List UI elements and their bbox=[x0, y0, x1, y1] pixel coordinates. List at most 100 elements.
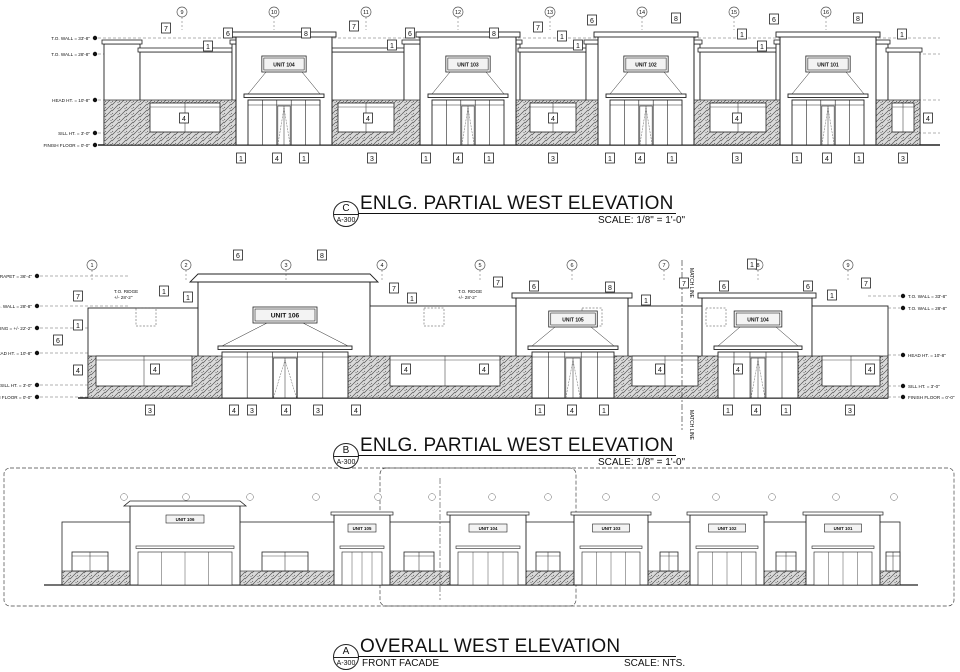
keynote-tag-3: 3 bbox=[313, 404, 323, 416]
keynote-box bbox=[733, 363, 743, 375]
keynote-box bbox=[317, 249, 327, 261]
keynote-number: 3 bbox=[848, 408, 852, 415]
keynote-tag-6: 6 bbox=[529, 280, 539, 292]
parapet-cap bbox=[511, 292, 633, 299]
keynote-box bbox=[898, 152, 908, 164]
keynote-tag-7: 7 bbox=[349, 20, 359, 32]
keynote-box bbox=[229, 404, 239, 416]
canopy bbox=[527, 345, 619, 350]
unit-sign bbox=[447, 57, 489, 71]
grid-bubble-15: 15 bbox=[728, 6, 740, 18]
grid-bubble-9: 9 bbox=[176, 6, 188, 18]
keynote-number: 6 bbox=[408, 31, 412, 38]
keynote-tag-1: 1 bbox=[757, 40, 767, 52]
keynote-box bbox=[183, 291, 193, 303]
level-symbol bbox=[34, 325, 40, 331]
drawing-scale-b: SCALE: 1/8" = 1'-0" bbox=[598, 457, 686, 468]
unit-label: UNIT 101 bbox=[834, 526, 853, 531]
keynote-box bbox=[489, 27, 499, 39]
keynote-number: 1 bbox=[487, 156, 491, 163]
keynote-tag-1: 1 bbox=[236, 152, 246, 164]
keynote-number: 6 bbox=[532, 284, 536, 291]
keynote-tag-1: 1 bbox=[747, 258, 757, 270]
keynote-number: 7 bbox=[76, 294, 80, 301]
keynote-number: 1 bbox=[576, 43, 580, 50]
level-text: T.O. WALL = 28'-8" bbox=[0, 304, 32, 309]
grid-bubble-9: 9 bbox=[842, 259, 854, 271]
keynote-number: 7 bbox=[392, 286, 396, 293]
unit-label: UNIT 102 bbox=[718, 526, 737, 531]
keynote-tag-4: 4 bbox=[751, 404, 761, 416]
level-symbol bbox=[900, 383, 906, 389]
level-text: FINISH FLOOR = 0'-0" bbox=[908, 395, 955, 400]
keynote-number: 7 bbox=[864, 281, 868, 288]
keynote-box bbox=[861, 277, 871, 289]
keynote-tag-3: 3 bbox=[367, 152, 377, 164]
keynote-number: 7 bbox=[352, 24, 356, 31]
level-marker: HEAD HT. = 10'-8" bbox=[52, 97, 98, 103]
unit-sign bbox=[468, 523, 508, 533]
keynote-number: 6 bbox=[722, 284, 726, 291]
keynote-box bbox=[281, 404, 291, 416]
canopy bbox=[811, 545, 875, 549]
canopy bbox=[695, 545, 759, 549]
keynote-tag-7: 7 bbox=[679, 277, 689, 289]
canopy bbox=[135, 545, 235, 549]
keynote-tag-4: 4 bbox=[548, 112, 558, 124]
grid-bubble bbox=[652, 493, 660, 501]
canopy bbox=[339, 545, 385, 549]
level-text: BEARING = +/- 22'-2" bbox=[0, 326, 32, 331]
window-bay bbox=[535, 551, 561, 572]
unit-sign bbox=[550, 312, 596, 326]
keynote-number: 7 bbox=[536, 25, 540, 32]
level-marker: T.O. WALL = 33'-8" bbox=[900, 293, 947, 299]
grid-bubble bbox=[246, 493, 254, 501]
keynote-number: 1 bbox=[830, 293, 834, 300]
keynote-tag-4: 4 bbox=[401, 363, 411, 375]
grid-label: 7 bbox=[662, 263, 665, 269]
keynote-number: 6 bbox=[590, 18, 594, 25]
level-symbol bbox=[900, 352, 906, 358]
keynote-number: 4 bbox=[76, 368, 80, 375]
grid-bubble-13: 13 bbox=[544, 6, 556, 18]
keynote-number: 4 bbox=[366, 116, 370, 123]
grid-label: 4 bbox=[380, 263, 383, 269]
keynote-box bbox=[587, 14, 597, 26]
keynote-box bbox=[573, 39, 583, 51]
keynote-box bbox=[367, 152, 377, 164]
keynote-box bbox=[723, 404, 733, 416]
level-marker: T.O. WALL = 33'-8" bbox=[51, 35, 98, 41]
level-text: FINISH FLOOR = 0'-0" bbox=[0, 395, 32, 400]
keynote-tag-8: 8 bbox=[605, 281, 615, 293]
keynote-tag-7: 7 bbox=[73, 290, 83, 302]
keynote-tag-4: 4 bbox=[229, 404, 239, 416]
keynote-number: 4 bbox=[570, 408, 574, 415]
keynote-tag-4: 4 bbox=[732, 112, 742, 124]
keynote-number: 3 bbox=[316, 408, 320, 415]
grid-label: 15 bbox=[731, 10, 737, 16]
canopy bbox=[713, 345, 803, 350]
level-symbol bbox=[34, 394, 40, 400]
keynote-tag-3: 3 bbox=[247, 404, 257, 416]
pavilion-cornice bbox=[188, 273, 380, 283]
keynote-tag-6: 6 bbox=[769, 13, 779, 25]
keynote-box bbox=[719, 280, 729, 292]
keynote-box bbox=[389, 282, 399, 294]
cornice bbox=[101, 39, 143, 45]
level-text: SILL HT. = 3'-0" bbox=[58, 131, 90, 136]
keynote-tag-4: 4 bbox=[281, 404, 291, 416]
window-bay bbox=[403, 551, 435, 572]
parapet-cap bbox=[330, 511, 394, 516]
level-symbol bbox=[92, 51, 98, 57]
grid-bubble bbox=[312, 493, 320, 501]
keynote-tag-1: 1 bbox=[854, 152, 864, 164]
grid-label: 5 bbox=[478, 263, 481, 269]
ridge-label: +/- 28'-2" bbox=[114, 295, 133, 300]
keynote-tag-4: 4 bbox=[179, 112, 189, 124]
keynote-tag-1: 1 bbox=[641, 294, 651, 306]
level-text: SILL HT. = 3'-0" bbox=[908, 384, 940, 389]
keynote-number: 6 bbox=[226, 31, 230, 38]
keynote-tag-4: 4 bbox=[865, 363, 875, 375]
keynote-tag-8: 8 bbox=[853, 12, 863, 24]
